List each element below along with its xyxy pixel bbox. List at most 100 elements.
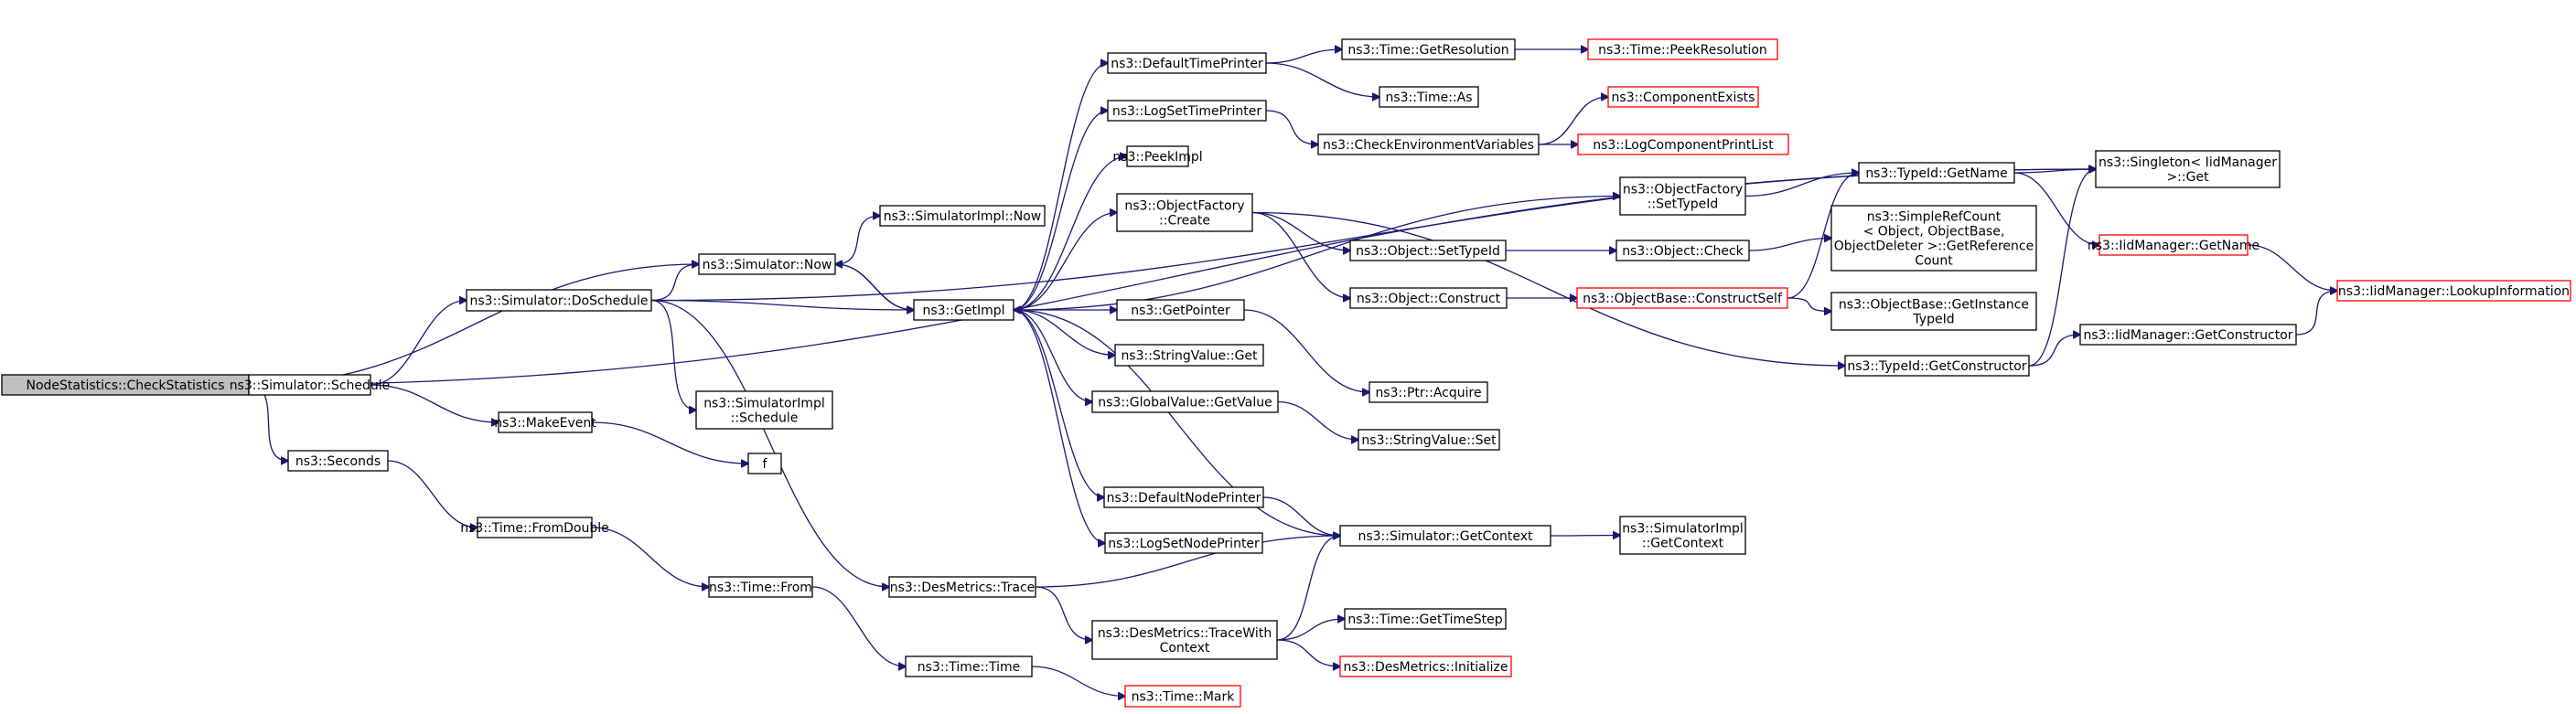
node-simimplnow[interactable]: ns3::SimulatorImpl::Now (879, 205, 1046, 227)
node-secs[interactable]: ns3::Seconds (287, 450, 389, 472)
node-label: ns3::Time::Time (918, 660, 1020, 675)
edge-simgetctx-to-simimplgetctx (1550, 536, 1620, 537)
node-timefrom[interactable]: ns3::Time::From (708, 576, 813, 598)
edge-objbaseconstruct-to-typeidgetname (1787, 173, 1859, 299)
node-label: ns3::Time::From (709, 581, 812, 595)
node-box (1124, 685, 1241, 708)
node-objbaseconstruct[interactable]: ns3::ObjectBase::ConstructSelf (1576, 287, 1788, 309)
node-peekimpl[interactable]: ns3::PeekImpl (1112, 145, 1203, 167)
edge-logstp-to-checkenv (1265, 110, 1318, 144)
node-iidlookup[interactable]: ns3::IidManager::LookupInformation (2336, 280, 2571, 302)
node-box (2079, 324, 2297, 346)
node-label: ::Schedule (731, 411, 799, 426)
node-objsettypeid[interactable]: ns3::Object::SetTypeId (1349, 240, 1507, 261)
node-timeas[interactable]: ns3::Time::As (1379, 86, 1479, 108)
node-label: ns3::PeekImpl (1112, 150, 1202, 165)
node-getptr[interactable]: ns3::GetPointer (1116, 299, 1245, 321)
node-timegetstep[interactable]: ns3::Time::GetTimeStep (1344, 608, 1507, 630)
node-objcheck[interactable]: ns3::Object::Check (1615, 240, 1750, 261)
node-deftp[interactable]: ns3::DefaultTimePrinter (1107, 52, 1267, 74)
edge-root-to-simnow (248, 264, 699, 386)
node-timetime[interactable]: ns3::Time::Time (905, 655, 1033, 677)
node-destrace[interactable]: ns3::DesMetrics::Trace (888, 576, 1036, 598)
node-label: ns3::LogComponentPrintList (1593, 138, 1774, 153)
node-iidgetname[interactable]: ns3::IidManager::GetName (2088, 234, 2259, 256)
node-makeev[interactable]: ns3::MakeEvent (494, 411, 596, 433)
node-label: ns3::StringValue::Set (1361, 433, 1497, 448)
node-timemark[interactable]: ns3::Time::Mark (1124, 685, 1241, 708)
node-box (698, 253, 836, 275)
node-objconstruct[interactable]: ns3::Object::Construct (1349, 287, 1508, 309)
node-label: ns3::ObjectBase::GetInstance (1839, 298, 2029, 313)
node-fromdbl[interactable]: ns3::Time::FromDouble (460, 517, 609, 538)
node-objfsettypeid[interactable]: ns3::ObjectFactory::SetTypeId (1619, 176, 1746, 216)
node-ptracquire[interactable]: ns3::Ptr::Acquire (1368, 381, 1488, 403)
node-label: ns3::StringValue::Get (1121, 349, 1258, 364)
node-strvalset[interactable]: ns3::StringValue::Set (1358, 429, 1500, 451)
node-gvgetval[interactable]: ns3::GlobalValue::GetValue (1091, 390, 1279, 413)
node-label: ns3::Time::As (1385, 91, 1472, 105)
edge-iidgetname-to-iidlookup (2247, 244, 2337, 291)
node-checkenv[interactable]: ns3::CheckEnvironmentVariables (1317, 133, 1540, 155)
edge-destrace-to-simgetctx (1035, 536, 1340, 588)
node-box (1587, 38, 1778, 60)
node-objfcreate[interactable]: ns3::ObjectFactory::Create (1116, 193, 1253, 232)
node-box (888, 576, 1036, 598)
node-typeidgetctor[interactable]: ns3::TypeId::GetConstructor (1844, 355, 2030, 377)
node-logstp[interactable]: ns3::LogSetTimePrinter (1107, 100, 1267, 122)
edge-timefrom-to-timetime (811, 586, 906, 666)
node-f[interactable]: f (747, 453, 782, 474)
node-box (1368, 381, 1488, 403)
node-box (2336, 280, 2571, 302)
node-timegetres[interactable]: ns3::Time::GetResolution (1341, 38, 1516, 60)
node-timepeekres[interactable]: ns3::Time::PeekResolution (1587, 38, 1778, 60)
node-label: ns3::LogSetTimePrinter (1112, 104, 1262, 119)
edge-simnow-to-simimplnow (834, 216, 880, 265)
node-getimpl[interactable]: ns3::GetImpl (913, 299, 1014, 321)
node-singleton[interactable]: ns3::Singleton< IidManager>::Get (2095, 150, 2281, 188)
edge-objfcreate-to-typeidgetctor (1251, 211, 1845, 367)
node-strvalget[interactable]: ns3::StringValue::Get (1114, 344, 1264, 367)
edge-typeidgetname-to-iidgetname (2013, 172, 2099, 245)
node-simgetctx[interactable]: ns3::Simulator::GetContext (1339, 525, 1551, 547)
node-simimplgetctx[interactable]: ns3::SimulatorImpl::GetContext (1619, 516, 1746, 555)
node-label: ns3::DesMetrics::TraceWith (1098, 626, 1272, 641)
edge-objfsettypeid-to-typeidgetname (1744, 173, 1859, 197)
node-label: ns3::ObjectFactory (1623, 183, 1743, 197)
node-typeidgetname[interactable]: ns3::TypeId::GetName (1858, 162, 2015, 184)
node-simnow[interactable]: ns3::Simulator::Now (698, 253, 836, 275)
node-box (1107, 100, 1267, 122)
node-label: f (763, 457, 768, 472)
node-box (1091, 390, 1279, 413)
node-compexists[interactable]: ns3::ComponentExists (1607, 86, 1759, 108)
node-simplerefcount[interactable]: ns3::SimpleRefCount< Object, ObjectBase,… (1830, 205, 2037, 272)
node-label: ns3::TypeId::GetName (1865, 166, 2007, 181)
node-label: ns3::SimulatorImpl::Now (884, 209, 1042, 224)
edge-deftp-to-timeas (1265, 62, 1379, 97)
node-label: ns3::Seconds (295, 454, 381, 469)
edge-getptr-to-ptracquire (1243, 309, 1369, 392)
node-dosched[interactable]: ns3::Simulator::DoSchedule (466, 289, 652, 312)
node-defnp[interactable]: ns3::DefaultNodePrinter (1103, 486, 1264, 508)
edge-getimpl-to-deftp (1013, 63, 1108, 311)
node-iidgetctor[interactable]: ns3::IidManager::GetConstructor (2079, 324, 2297, 346)
edge-getimpl-to-logstp (1013, 111, 1108, 311)
edge-dosched-to-destrace (650, 299, 889, 588)
node-logcompprint[interactable]: ns3::LogComponentPrintList (1577, 133, 1789, 155)
node-dminit[interactable]: ns3::DesMetrics::Initialize (1339, 655, 1512, 677)
node-logsnp[interactable]: ns3::LogSetNodePrinter (1104, 532, 1263, 554)
edge-getimpl-to-simnow (835, 264, 915, 311)
edge-typeidgetname-to-singleton (2013, 169, 2096, 174)
node-root[interactable]: NodeStatistics::CheckStatistics (1, 374, 250, 396)
node-box (708, 576, 813, 598)
node-sched[interactable]: ns3::Simulator::Schedule (230, 374, 391, 396)
node-box (1577, 133, 1789, 155)
node-label: ns3::CheckEnvironmentVariables (1323, 138, 1534, 153)
edge-dosched-to-getimpl (650, 299, 914, 311)
node-simimplsched[interactable]: ns3::SimulatorImpl::Schedule (695, 390, 833, 430)
node-label: ns3::SimulatorImpl (1622, 522, 1744, 537)
node-box (1339, 655, 1512, 677)
node-box (1344, 608, 1507, 630)
